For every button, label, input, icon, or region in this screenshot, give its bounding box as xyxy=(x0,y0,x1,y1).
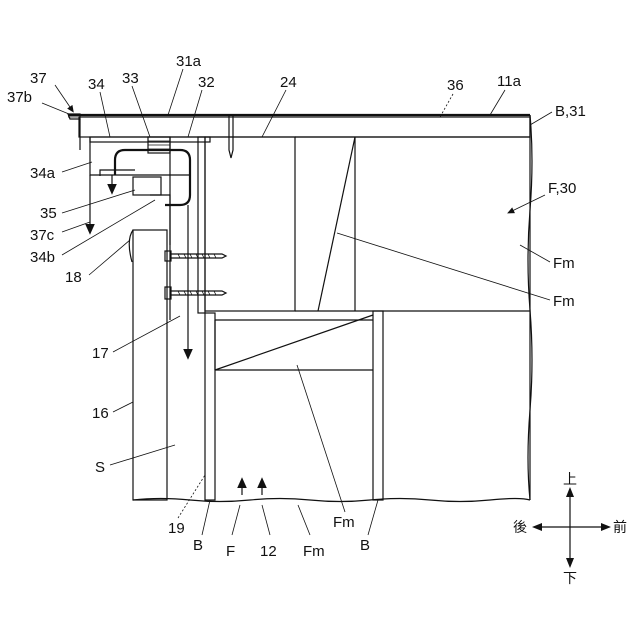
label-Fm-1: Fm xyxy=(553,255,575,272)
direction-up: 上 xyxy=(563,472,577,488)
reference-labels: 37 37b 34 33 31a 32 24 36 11a B,31 34a 3… xyxy=(7,53,586,560)
label-33: 33 xyxy=(122,70,139,87)
lower-panels xyxy=(205,311,383,500)
label-24: 24 xyxy=(280,74,297,91)
leader-lines xyxy=(42,69,552,535)
edge-trim-37 xyxy=(68,114,80,150)
label-B-1: B xyxy=(193,537,203,554)
label-34a: 34a xyxy=(30,165,56,182)
label-37c: 37c xyxy=(30,227,55,244)
label-37b: 37b xyxy=(7,89,32,106)
label-34b: 34b xyxy=(30,249,55,266)
label-34: 34 xyxy=(88,76,105,93)
screw-lower xyxy=(165,287,226,299)
label-31a: 31a xyxy=(176,53,202,70)
label-Fm-2: Fm xyxy=(553,293,575,310)
label-36: 36 xyxy=(447,77,464,94)
top-board-31 xyxy=(68,115,530,137)
label-19: 19 xyxy=(168,520,185,537)
label-B-2: B xyxy=(360,537,370,554)
label-F30: F,30 xyxy=(548,180,576,197)
label-11a: 11a xyxy=(497,73,522,90)
wall-panel-16 xyxy=(129,230,167,500)
label-35: 35 xyxy=(40,205,57,222)
direction-back: 後 xyxy=(513,520,527,536)
direction-front: 前 xyxy=(613,519,627,536)
label-12: 12 xyxy=(260,543,277,560)
screw-upper xyxy=(165,251,226,261)
label-Fm-4: Fm xyxy=(333,514,355,531)
label-S: S xyxy=(95,459,105,476)
label-18: 18 xyxy=(65,269,82,286)
label-16: 16 xyxy=(92,405,109,422)
spacer-35 xyxy=(133,177,161,195)
label-B31: B,31 xyxy=(555,103,586,120)
label-17: 17 xyxy=(92,345,109,362)
front-panel-region xyxy=(295,115,530,500)
block-24 xyxy=(205,137,295,311)
label-F: F xyxy=(226,543,235,560)
label-Fm-3: Fm xyxy=(303,543,325,560)
label-32: 32 xyxy=(198,74,215,91)
label-37: 37 xyxy=(30,70,47,87)
direction-down: 下 xyxy=(563,571,577,587)
break-lines xyxy=(133,115,532,502)
